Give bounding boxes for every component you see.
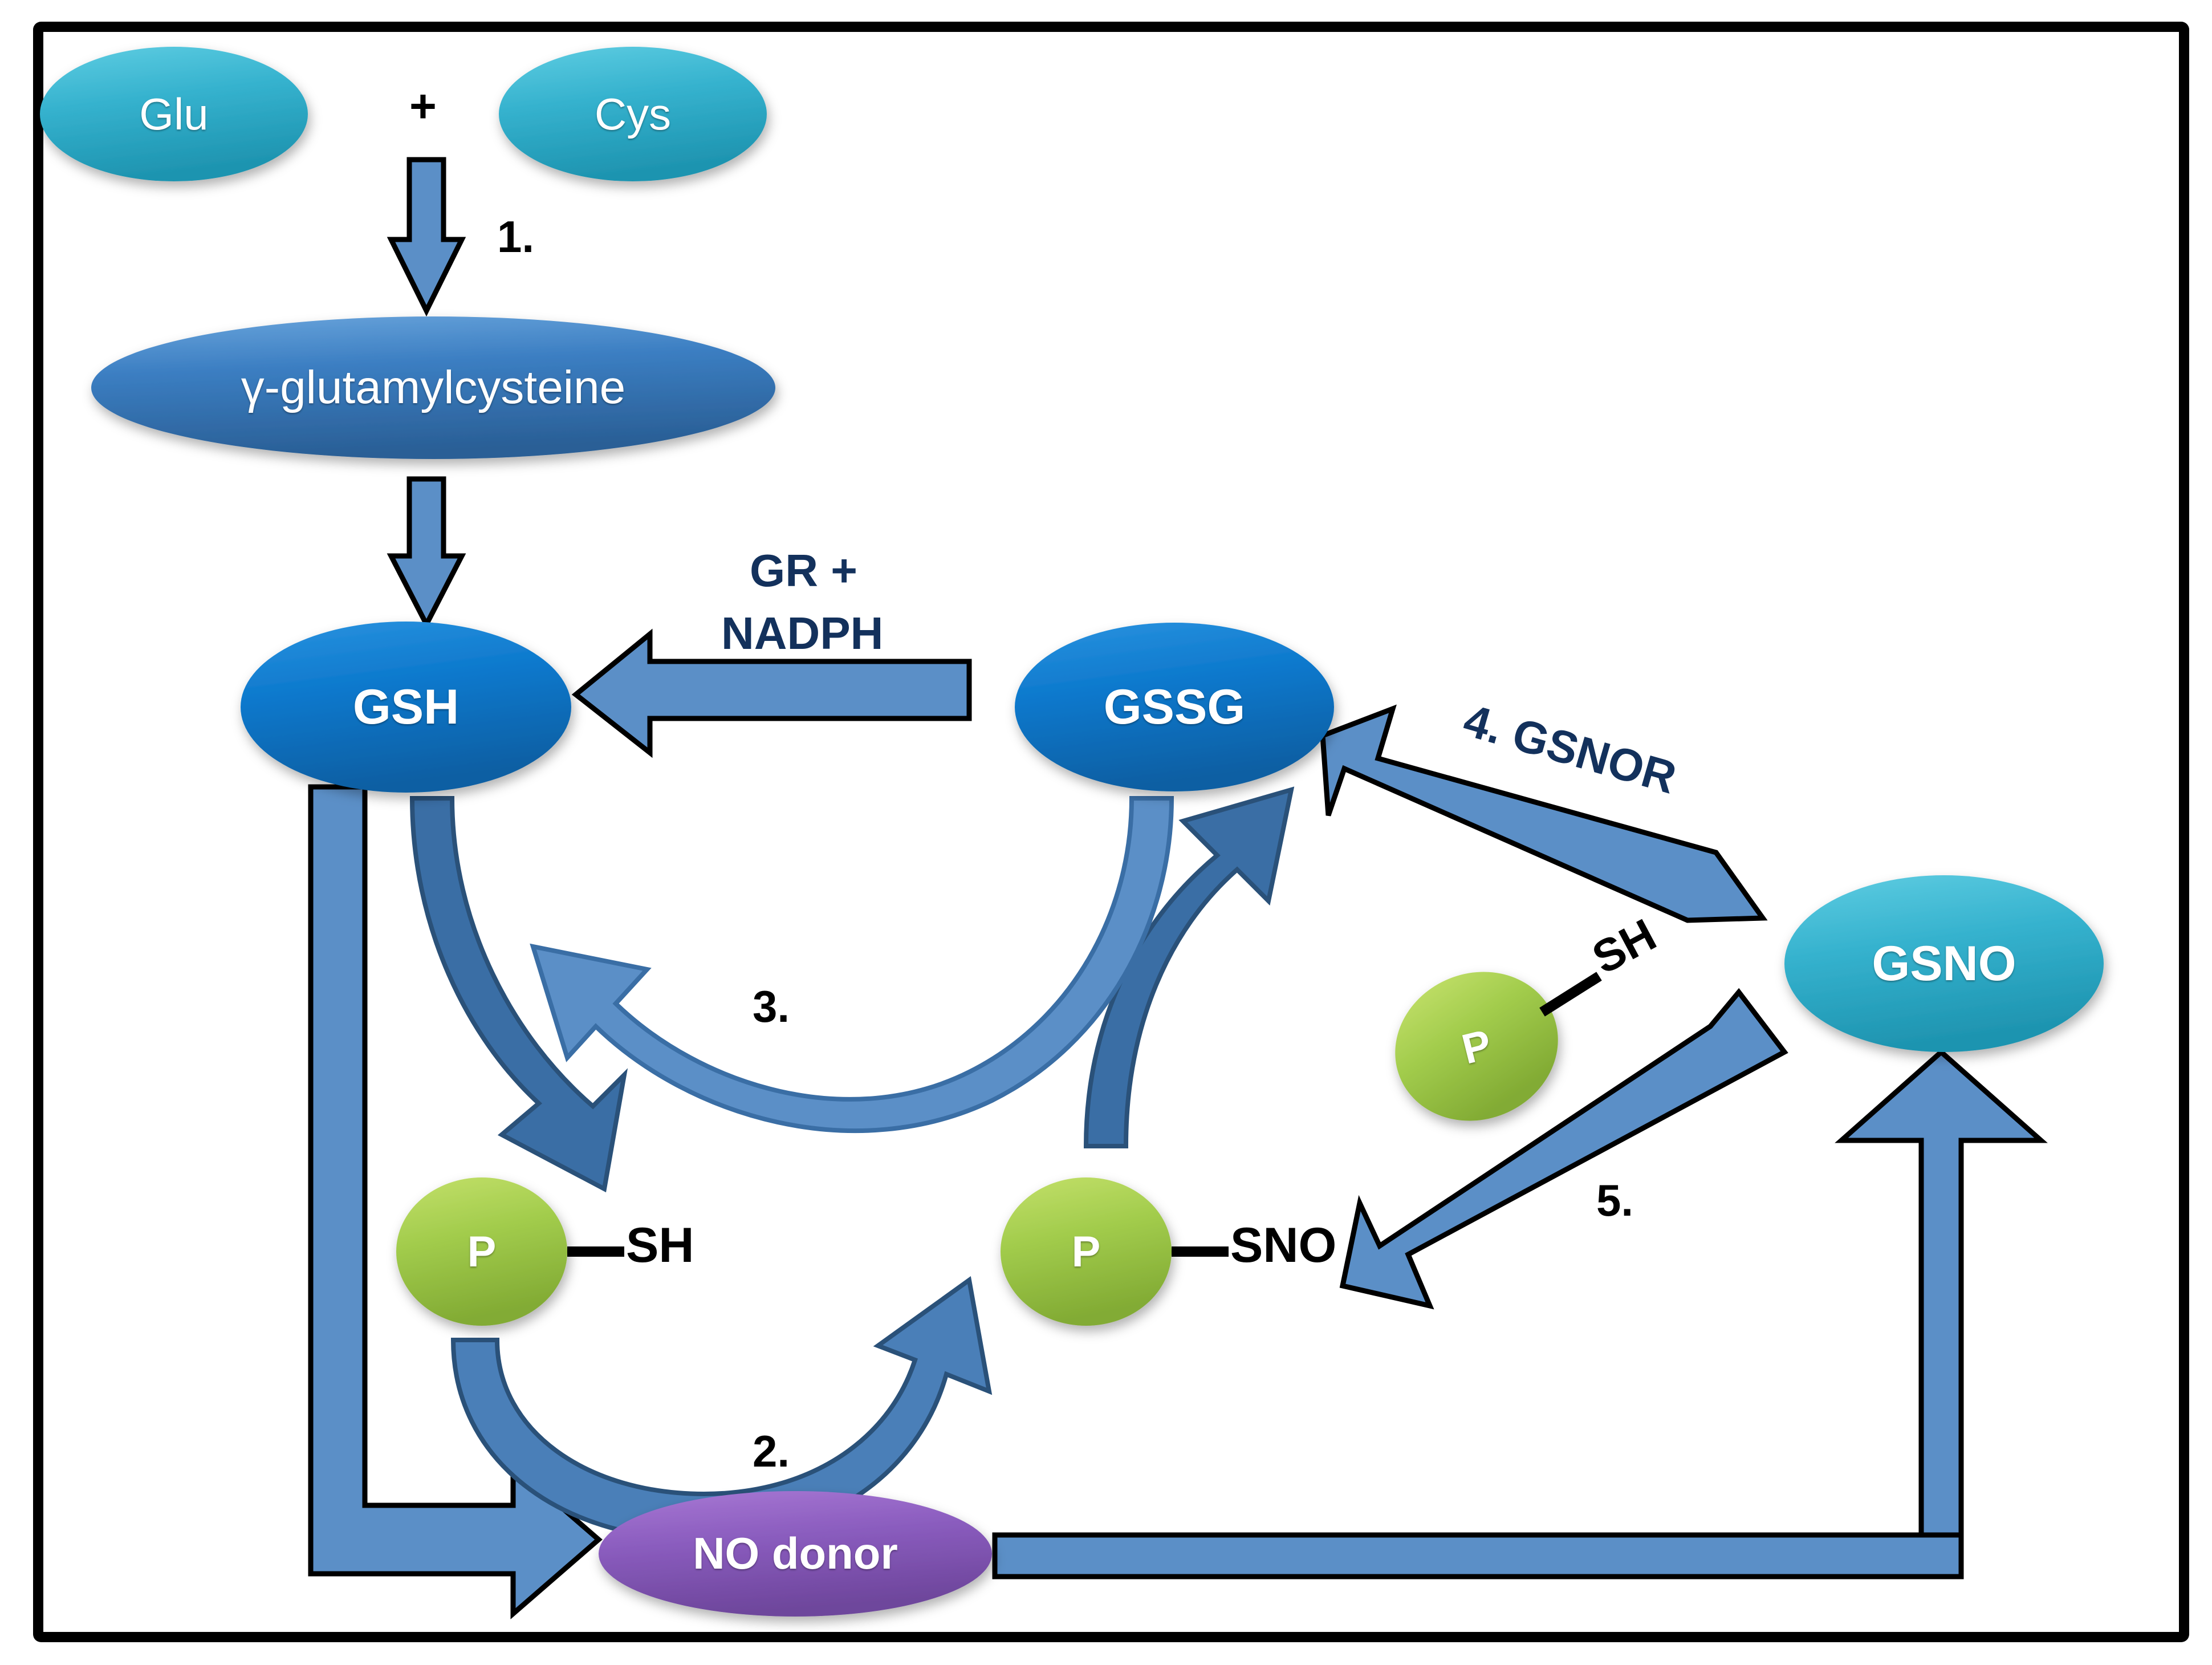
label-step2: 2. — [753, 1426, 790, 1476]
label-sh-left: SH — [626, 1218, 694, 1273]
arrow-step1 — [387, 157, 466, 317]
label-gr-nadph-line2: NADPH — [721, 608, 884, 659]
node-protein-mid-shape — [1001, 1177, 1172, 1326]
node-gssg-shape — [1015, 623, 1334, 791]
node-gsh-shape — [241, 622, 571, 793]
arrow-step3-psno-to-gssg — [1083, 786, 1295, 1148]
arrow-ggc-to-gsh — [387, 476, 466, 630]
plus-sign: + — [409, 80, 437, 132]
label-step3: 3. — [753, 981, 790, 1032]
arrow-step3-cross-light — [530, 796, 1174, 1134]
node-nodonor-shape — [599, 1491, 992, 1617]
label-gr-nadph-line1: GR + — [750, 545, 857, 596]
label-step5: 5. — [1596, 1175, 1634, 1225]
label-step1: 1. — [497, 212, 535, 262]
arrow-gssg-to-gsh — [571, 628, 972, 758]
diagram-frame — [33, 22, 2189, 1642]
node-gsno-shape — [1784, 875, 2104, 1052]
node-protein-right-shape — [1395, 972, 1558, 1121]
node-ggc-shape — [91, 316, 775, 459]
arrow-step2 — [450, 1276, 993, 1542]
arrow-step3-gsh-to-psh — [409, 796, 628, 1193]
node-glu-shape — [40, 47, 308, 181]
node-cys-shape — [499, 47, 767, 181]
node-protein-left-shape — [396, 1177, 567, 1326]
bond-right-sh — [1539, 972, 1602, 1017]
arrow-step5 — [1339, 988, 1788, 1310]
label-sno-mid: SNO — [1230, 1218, 1337, 1273]
arrow-nodonor-rail — [992, 1532, 1964, 1579]
arrow-to-gsno — [1835, 1048, 2048, 1577]
